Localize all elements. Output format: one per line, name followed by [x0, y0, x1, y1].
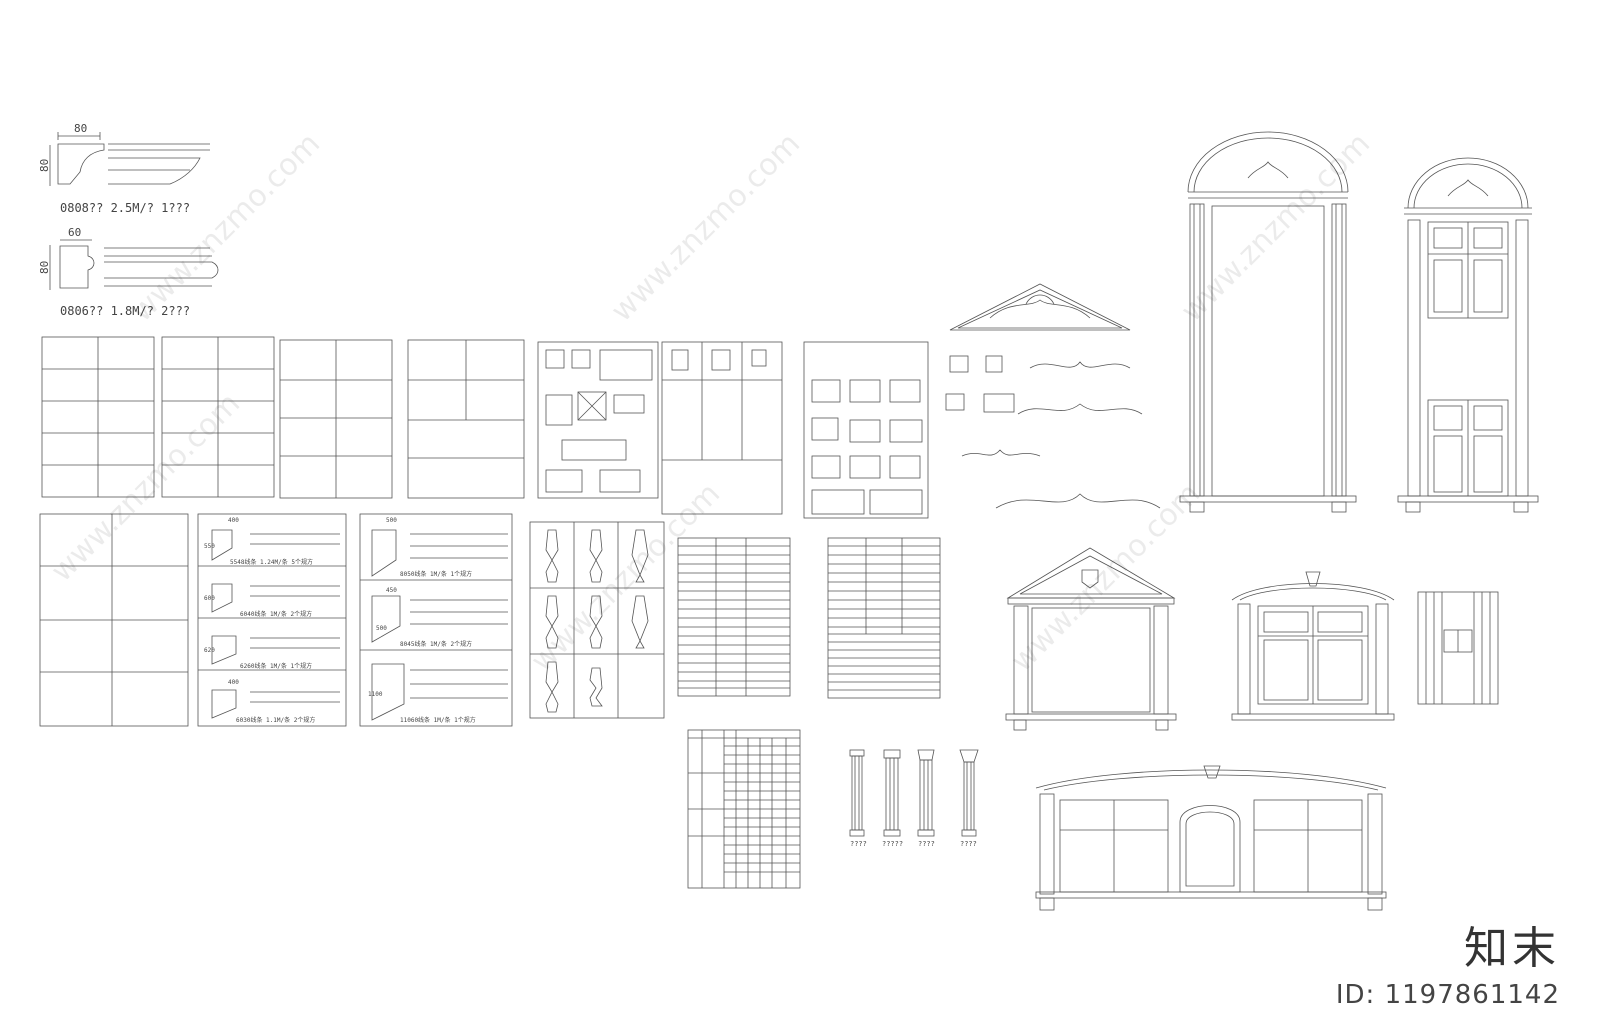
dim-a-2: 550: [204, 543, 215, 550]
wide-arched-facade: [1035, 765, 1387, 911]
arched-door-2: [1397, 157, 1539, 513]
relief-ornaments: [945, 355, 1161, 509]
spec-table-2: [827, 537, 941, 699]
dim-b-1: 500: [386, 517, 397, 524]
dim-a-3: 600: [204, 595, 215, 602]
dim-b-4: 1100: [368, 691, 383, 698]
sheet-9-caption-1: 5548线条 1.24M/条 5个规方: [230, 558, 313, 566]
sheet-10-caption-3: 11060线条 1M/条 1个规方: [400, 716, 476, 724]
brand-logo-text: 知末: [1464, 923, 1560, 974]
catalog-sheet-2: [161, 336, 275, 498]
column-label-1: ????: [850, 840, 867, 848]
spec-table-1: [677, 537, 791, 697]
dim-b-3: 500: [376, 625, 387, 632]
profile-0808-dim-w: 80: [74, 122, 87, 135]
profile-0806: [49, 239, 219, 290]
sheet-10-caption-1: 8050线条 1M/条 1个规方: [400, 570, 472, 578]
profile-0806-dim-h: 80: [38, 261, 51, 274]
catalog-sheet-7: [803, 341, 929, 519]
baluster-sheet: [529, 521, 665, 719]
catalog-sheet-6: [661, 341, 783, 515]
sheet-9-caption-3: 6260线条 1M/条 1个规方: [240, 662, 312, 670]
image-id: ID: 1197861142: [1335, 980, 1560, 1010]
pediment-ornament: [949, 283, 1131, 331]
profile-0808: [49, 132, 210, 186]
column-1: [849, 749, 865, 837]
column-4: [959, 749, 979, 837]
sheet-10-caption-2: 8045线条 1M/条 2个规方: [400, 640, 472, 648]
column-2: [883, 749, 901, 837]
catalog-sheet-9: [197, 513, 347, 727]
catalog-sheet-5: [537, 341, 659, 499]
profile-0806-caption: 0806?? 1.8M/? 2???: [60, 304, 190, 318]
profile-0808-dim-h: 80: [38, 159, 51, 172]
column-label-2: ?????: [882, 840, 903, 848]
profile-0808-caption: 0808?? 2.5M/? 1???: [60, 201, 190, 215]
spec-table-3: [687, 729, 801, 889]
catalog-sheet-4: [407, 339, 525, 499]
dim-b-2: 450: [386, 587, 397, 594]
column-label-4: ????: [960, 840, 977, 848]
catalog-sheet-10: [359, 513, 513, 727]
profile-0806-dim-w: 60: [68, 226, 81, 239]
sheet-9-caption-2: 6040线条 1M/条 2个规方: [240, 610, 312, 618]
arched-window-3: [1231, 571, 1395, 721]
column-label-3: ????: [918, 840, 935, 848]
dim-a-5: 400: [228, 679, 239, 686]
arched-window-1: [1179, 131, 1357, 513]
sheet-9-caption-4: 6030线条 1.1M/条 2个规方: [236, 716, 315, 724]
shutter-door: [1417, 591, 1499, 705]
catalog-sheet-3: [279, 339, 393, 499]
column-3: [917, 749, 935, 837]
catalog-sheet-1: [41, 336, 155, 498]
catalog-sheet-8: [39, 513, 189, 727]
pediment-window: [1005, 547, 1177, 731]
dim-a-4: 620: [204, 647, 215, 654]
dim-a-1: 400: [228, 517, 239, 524]
